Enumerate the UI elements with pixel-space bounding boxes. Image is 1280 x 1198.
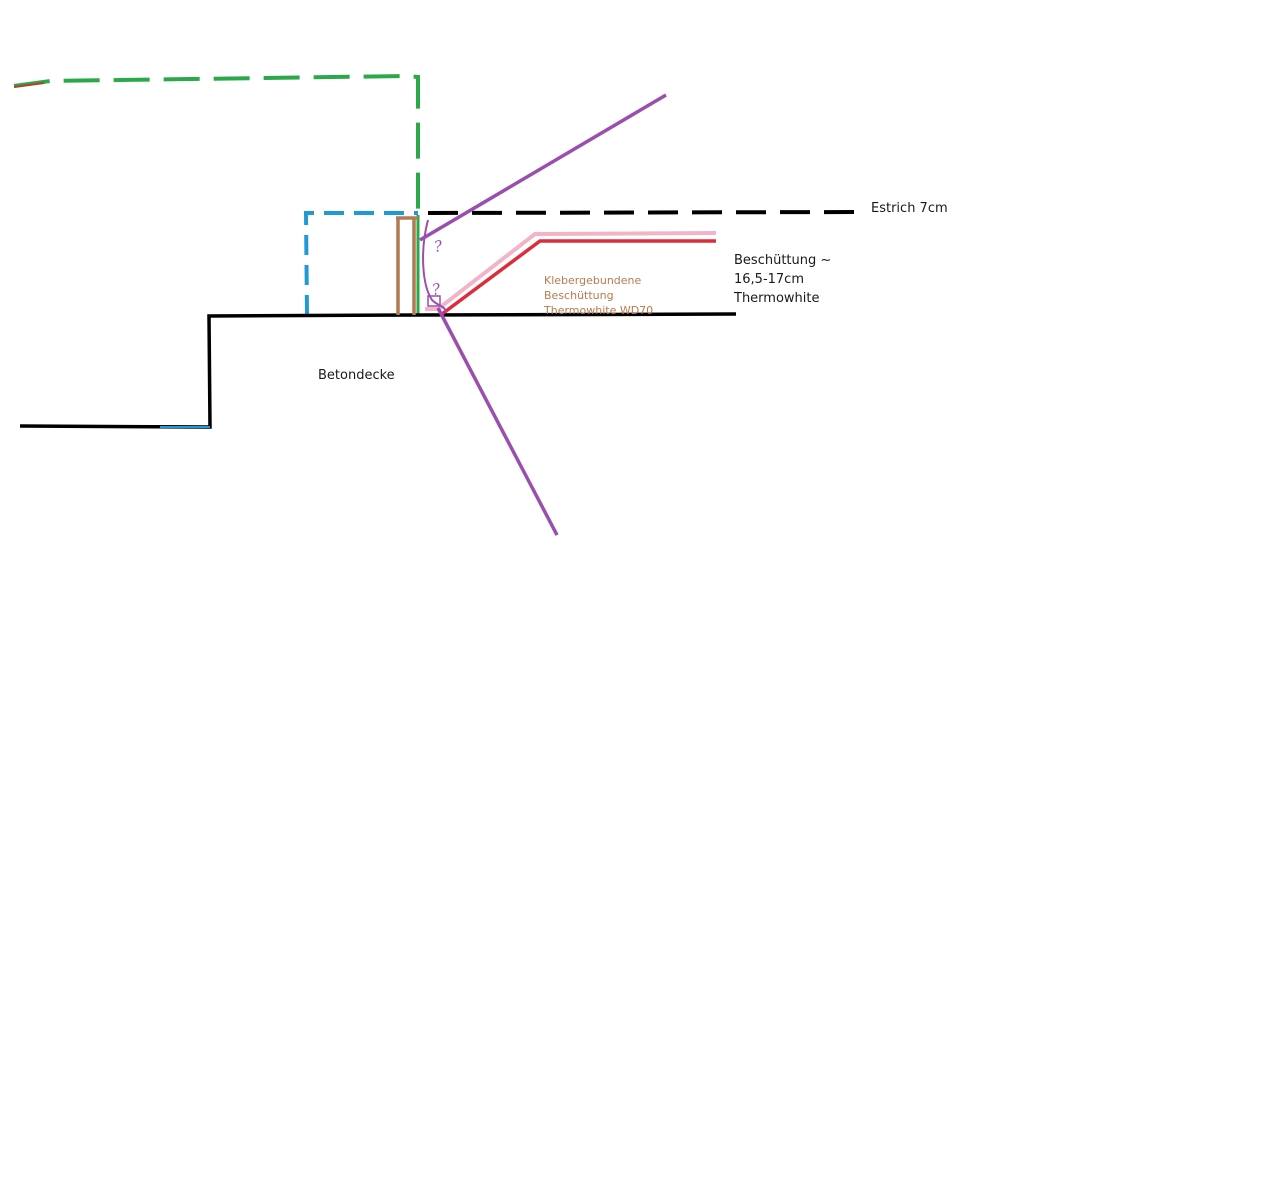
beschuettung-label-line2: 16,5-17cm [734,272,804,287]
betondecke-label: Betondecke [318,368,395,383]
betondecke-profile-line [19,312,737,429]
green-dashed-wall-outline [13,73,420,215]
question-mark-lower: ? [431,280,443,299]
beschuettung-label-line1: Beschüttung ~ [734,253,831,268]
green-red-mark [13,82,45,88]
red-layer-line [440,239,716,316]
estrich-label: Estrich 7cm [871,201,948,216]
purple-curved-bracket [422,219,447,313]
purple-small-box [427,295,441,307]
brown-door-frame-post [396,216,416,315]
beschuettung-label-line3: Thermowhite [733,291,820,306]
question-mark-upper: ? [433,237,445,256]
pink-layer-line [425,231,717,311]
purple-upper-diagonal [419,93,667,242]
blue-dashed-threshold-outline [303,211,418,316]
purple-lower-diagonal [436,307,559,536]
kleber-label-line2: Beschüttung [544,289,614,302]
kleber-label-line3: Thermowhite WD70 [543,304,653,317]
kleber-label-line1: Klebergebundene [544,274,642,287]
estrich-dashed-line [427,210,856,215]
